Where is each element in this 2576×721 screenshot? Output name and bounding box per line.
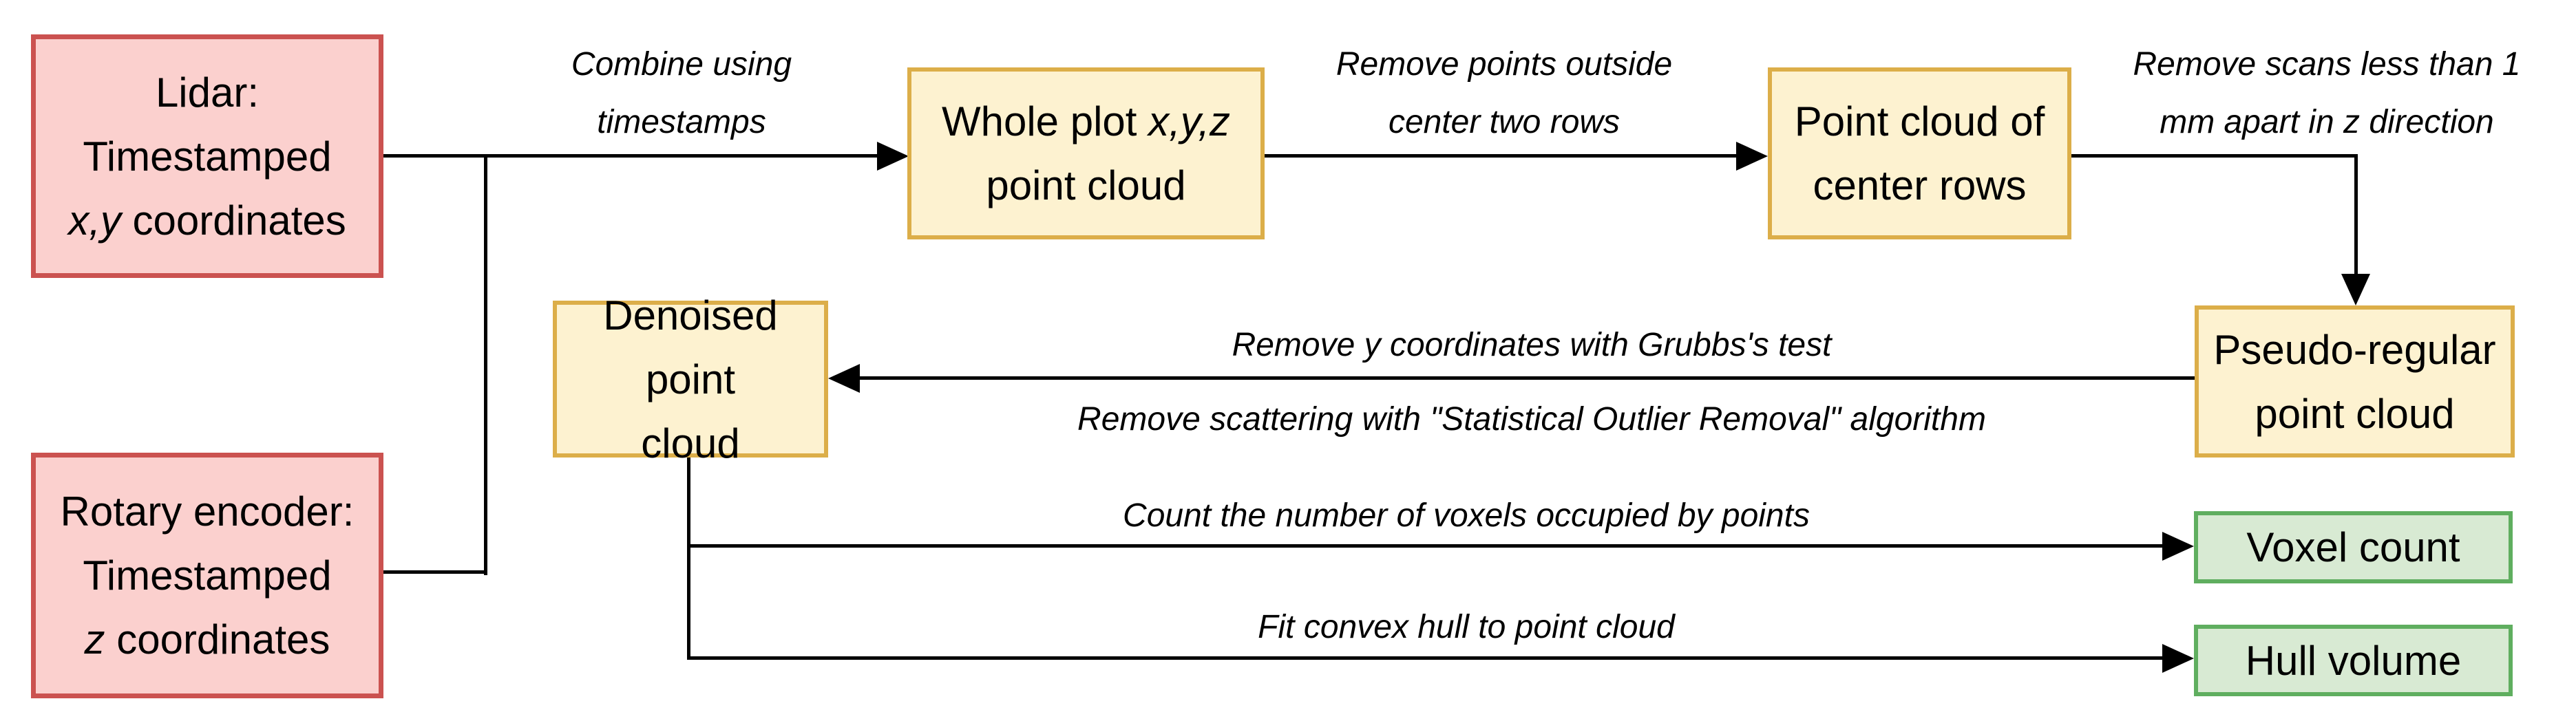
node-denoised-text: Denoised point cloud — [557, 283, 824, 475]
node-center-rows-line2: center rows — [1813, 162, 2027, 208]
label-statistical-outlier-text: Remove scattering with "Statistical Outl… — [1077, 401, 1986, 438]
arrowhead-into-hullvolume-icon — [2162, 644, 2194, 673]
edge-wholeplot-to-centerrows-line — [1265, 154, 1740, 158]
node-voxel-count: Voxel count — [2194, 511, 2513, 583]
label-fit-convex-hull: Fit convex hull to point cloud — [916, 599, 2017, 656]
node-lidar-line2: Timestamped — [83, 133, 332, 180]
label-remove-scans-line2: mm apart in z direction — [2160, 104, 2494, 140]
edge-rotary-to-junction-line — [383, 570, 487, 574]
node-lidar-text: Lidar: Timestamped x,y coordinates — [68, 61, 346, 252]
label-remove-scans: Remove scans less than 1 mm apart in z d… — [2103, 36, 2551, 151]
node-rotary-line3-rest: coordinates — [105, 616, 330, 663]
label-count-voxels: Count the number of voxels occupied by p… — [916, 487, 2017, 545]
label-fit-convex-hull-text: Fit convex hull to point cloud — [1258, 609, 1675, 645]
node-rotary-line2: Timestamped — [83, 552, 332, 599]
node-pseudo-regular-line1: Pseudo-regular — [2213, 326, 2496, 373]
label-count-voxels-text: Count the number of voxels occupied by p… — [1123, 497, 1810, 534]
label-combine-line1: Combine using — [571, 46, 792, 83]
node-pseudo-regular-cloud: Pseudo-regular point cloud — [2195, 305, 2515, 458]
label-remove-outside-line2: center two rows — [1388, 104, 1620, 140]
label-statistical-outlier-removal: Remove scattering with "Statistical Outl… — [912, 391, 2151, 449]
node-denoised-line1: Denoised point — [603, 292, 778, 402]
edge-to-hullvolume-line — [687, 656, 2165, 660]
label-remove-scans-line1: Remove scans less than 1 — [2133, 46, 2521, 83]
node-whole-plot-cloud: Whole plot x,y,z point cloud — [907, 67, 1265, 239]
node-whole-plot-line1-pre: Whole plot — [941, 98, 1149, 144]
node-rotary-line1: Rotary encoder: — [60, 488, 355, 535]
arrowhead-into-denoised-icon — [828, 364, 860, 393]
node-rotary-line3-italic: z — [84, 616, 105, 663]
node-lidar-line1: Lidar: — [155, 69, 260, 116]
label-grubbs-test-text: Remove y coordinates with Grubbs's test — [1232, 327, 1832, 363]
edge-centerrows-right-line — [2071, 154, 2358, 158]
edge-pseudoregular-to-denoised-line — [858, 376, 2195, 380]
node-center-rows-text: Point cloud of center rows — [1795, 89, 2045, 217]
node-voxel-count-text: Voxel count — [2246, 524, 2460, 570]
label-remove-points-outside: Remove points outside center two rows — [1298, 36, 1711, 151]
node-lidar-line3-rest: coordinates — [120, 197, 346, 244]
arrowhead-into-pseudoregular-icon — [2341, 274, 2370, 305]
node-rotary-text: Rotary encoder: Timestamped z coordinate… — [61, 480, 355, 671]
node-pseudo-regular-text: Pseudo-regular point cloud — [2213, 318, 2495, 446]
arrowhead-into-wholeplot-icon — [877, 142, 909, 171]
edge-denoised-down-line — [687, 458, 690, 660]
node-rotary-encoder: Rotary encoder: Timestamped z coordinate… — [31, 453, 383, 698]
node-lidar-line3-italic: x,y — [68, 197, 121, 244]
label-combine-timestamps: Combine using timestamps — [475, 36, 888, 151]
node-center-rows-line1: Point cloud of — [1794, 98, 2045, 144]
label-remove-outside-line1: Remove points outside — [1335, 46, 1673, 83]
node-hull-volume-text: Hull volume — [2245, 637, 2462, 684]
node-pseudo-regular-line2: point cloud — [2255, 390, 2455, 437]
label-combine-line2: timestamps — [597, 104, 766, 140]
arrowhead-into-voxelcount-icon — [2162, 532, 2194, 561]
node-denoised-line2: cloud — [641, 420, 740, 466]
edge-to-voxelcount-line — [687, 544, 2165, 548]
node-whole-plot-text: Whole plot x,y,z point cloud — [942, 89, 1230, 217]
arrowhead-into-centerrows-icon — [1736, 142, 1768, 171]
edge-centerrows-down-line — [2354, 154, 2358, 277]
node-whole-plot-line2: point cloud — [986, 162, 1186, 208]
node-center-rows-cloud: Point cloud of center rows — [1768, 67, 2071, 239]
node-whole-plot-line1-italic: x,y,z — [1148, 98, 1231, 144]
node-denoised-cloud: Denoised point cloud — [553, 292, 828, 466]
node-lidar: Lidar: Timestamped x,y coordinates — [31, 34, 383, 278]
edge-junction-vertical-line — [484, 154, 487, 575]
edge-lidar-to-wholeplot-line — [383, 154, 881, 158]
node-hull-volume: Hull volume — [2194, 625, 2513, 696]
label-grubbs-test: Remove y coordinates with Grubbs's test — [981, 316, 2082, 374]
